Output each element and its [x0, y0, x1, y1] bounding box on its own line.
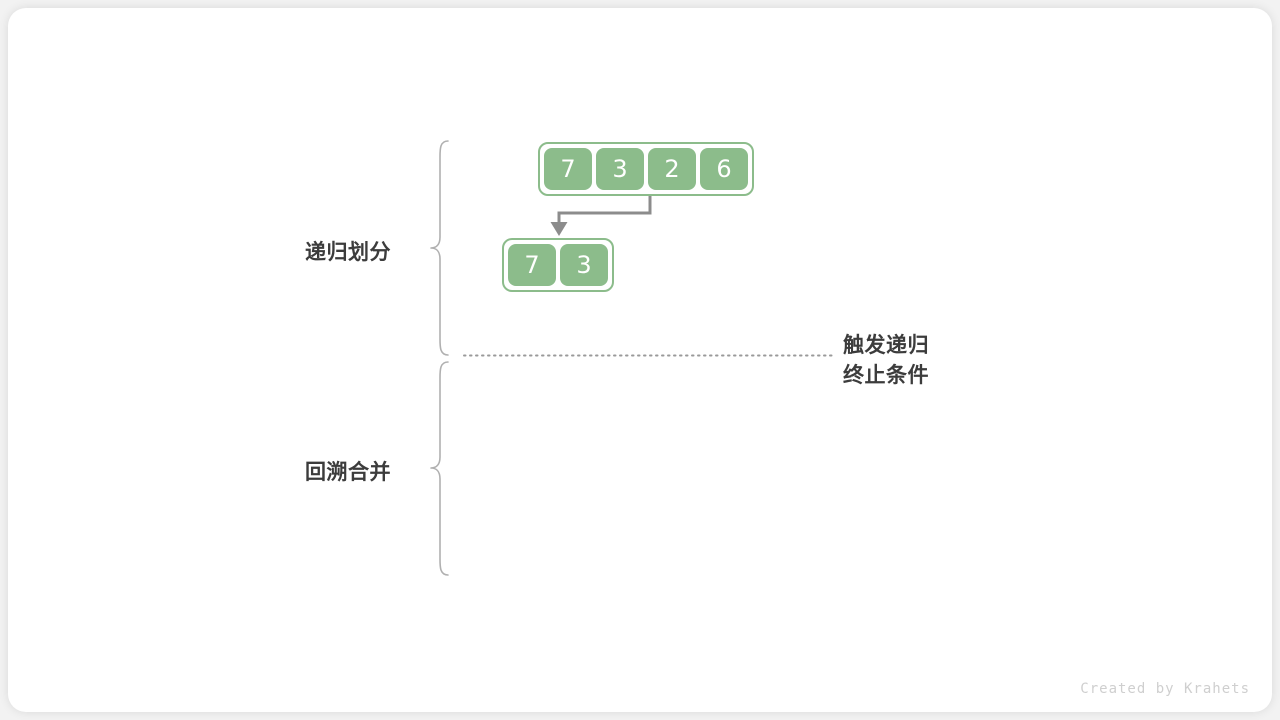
- annotation-line-1: 触发递归: [843, 334, 929, 357]
- divide-arrow: [557, 196, 652, 224]
- array-cell: 2: [648, 148, 696, 190]
- array-left-subarray: 7 3: [502, 238, 614, 292]
- array-cell: 3: [560, 244, 608, 286]
- label-backtrack-merge: 回溯合并: [305, 461, 391, 484]
- brace-merge: [430, 361, 449, 576]
- array-cell: 7: [508, 244, 556, 286]
- label-recursive-divide: 递归划分: [305, 241, 391, 264]
- array-cell: 7: [544, 148, 592, 190]
- array-cell: 6: [700, 148, 748, 190]
- brace-divide: [430, 140, 449, 356]
- page-card: [8, 8, 1272, 712]
- annotation-termination-condition: 触发递归 终止条件: [843, 331, 929, 391]
- annotation-line-2: 终止条件: [843, 364, 929, 387]
- array-root: 7 3 2 6: [538, 142, 754, 196]
- array-cell: 3: [596, 148, 644, 190]
- divide-arrow-head: [550, 222, 568, 236]
- credit-text: Created by Krahets: [1080, 681, 1250, 697]
